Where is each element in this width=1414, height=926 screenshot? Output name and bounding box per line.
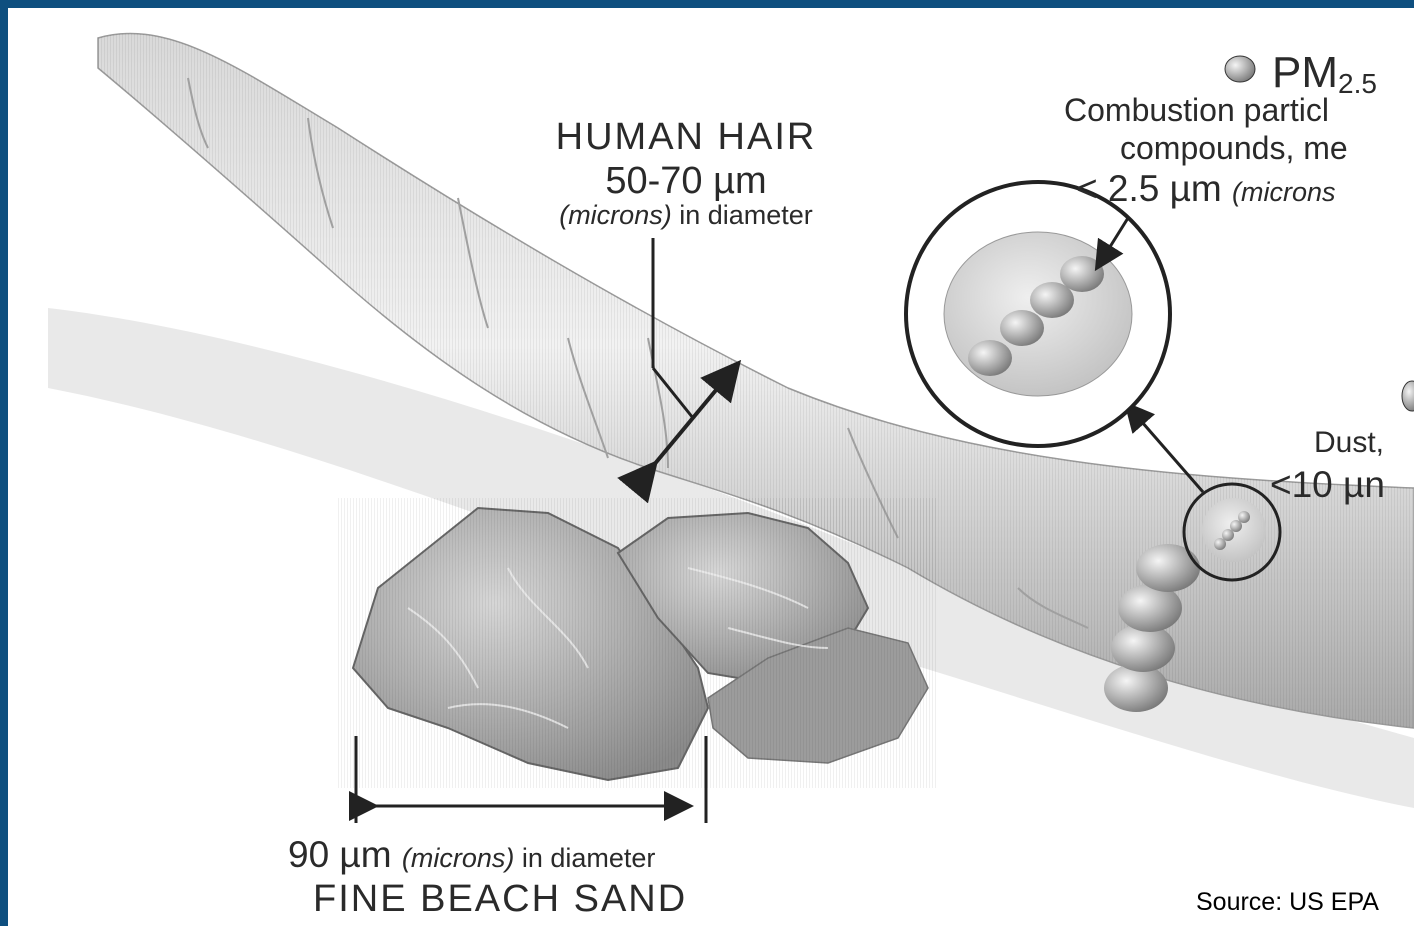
pm10-size: <10 µn xyxy=(1270,464,1385,506)
pm25-line1: Combustion particl xyxy=(1064,92,1329,129)
pm25-microns-label: (microns xyxy=(1232,177,1336,207)
pm25-size: < 2.5 µm xyxy=(1076,168,1222,209)
pm10-line1: Dust, xyxy=(1314,426,1384,460)
sand-title: FINE BEACH SAND xyxy=(313,878,687,921)
pm25-title-main: PM xyxy=(1272,48,1338,97)
sand-diameter-label: in diameter xyxy=(514,843,655,873)
pm25-line2: compounds, me xyxy=(1120,130,1348,167)
figure-canvas: HUMAN HAIR 50-70 µm (microns) in diamete… xyxy=(8,8,1414,926)
pm25-size-line: < 2.5 µm (microns xyxy=(1076,168,1336,210)
source-credit: Source: US EPA xyxy=(1196,888,1379,917)
hair-diameter-label: in diameter xyxy=(672,200,813,230)
pm25-swatch-icon xyxy=(1225,56,1255,82)
pm10-swatch-icon xyxy=(1402,381,1414,411)
sand-size: 90 µm xyxy=(288,834,392,875)
sand-microns-label: (microns) xyxy=(402,843,515,873)
pm25-title-sub: 2.5 xyxy=(1338,68,1377,99)
sand-size-line: 90 µm (microns) in diameter xyxy=(288,834,655,876)
hair-microns-label: (microns) xyxy=(559,200,672,230)
